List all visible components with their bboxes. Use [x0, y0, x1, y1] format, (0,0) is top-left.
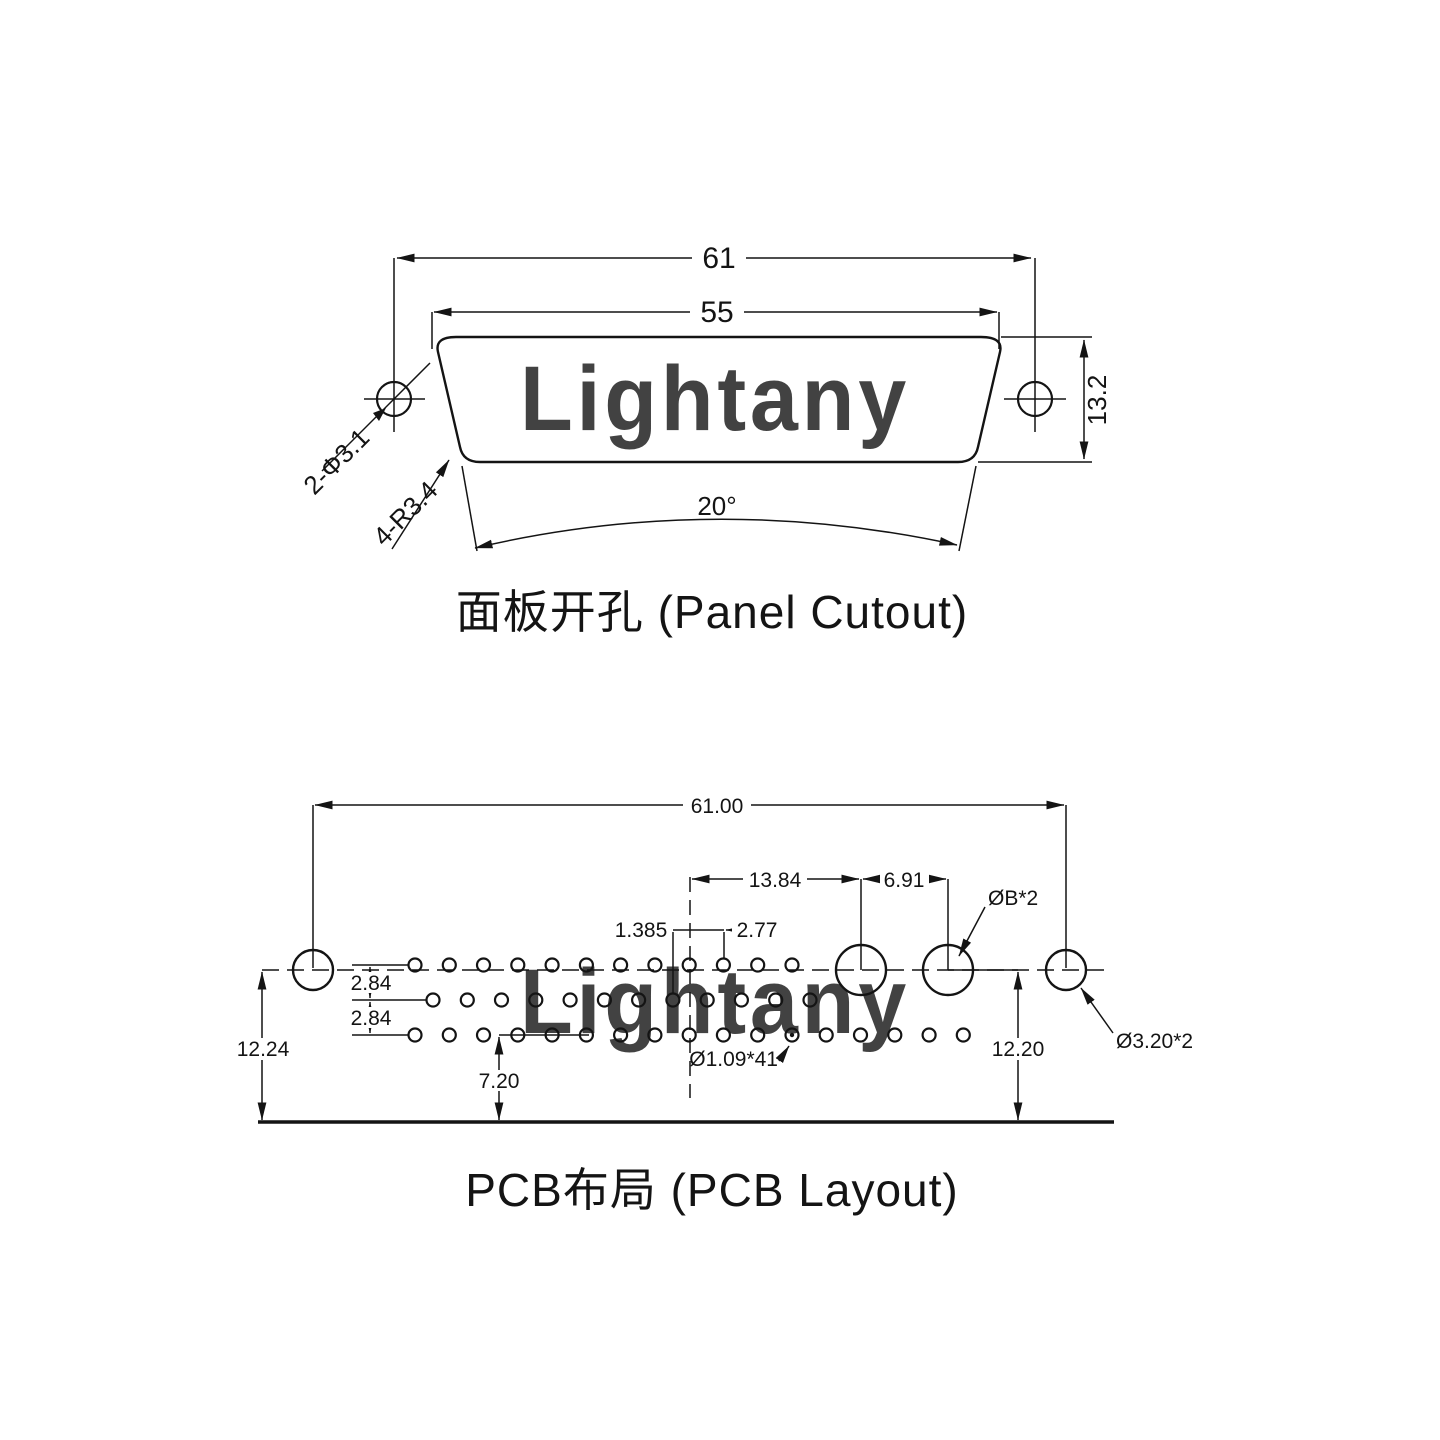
panel-mount-hole-right [1016, 380, 1054, 418]
panel-title: 面板开孔 (Panel Cutout) [456, 586, 968, 638]
pcb-mount-leader [1080, 987, 1114, 1034]
pin-hole [441, 957, 457, 973]
panel-angle-ext-right [958, 465, 977, 552]
pin-hole [715, 957, 732, 973]
pin-hole [750, 957, 766, 973]
pin-hole [681, 957, 697, 973]
pin-hole [887, 1027, 903, 1043]
pcb-dim284b-label: 2.84 [351, 1007, 392, 1030]
pin-hole [768, 992, 784, 1008]
pcb-dim284a-label: 2.84 [351, 972, 392, 995]
pin-hole [612, 957, 629, 973]
label-bg [233, 1038, 293, 1060]
pin-hole [475, 1027, 492, 1043]
pin-hole [921, 1027, 937, 1043]
label-bg [346, 972, 397, 993]
pcb-dim1224-label: 12.24 [237, 1038, 290, 1061]
label-bg [690, 297, 744, 326]
panel-dim61-label: 61 [702, 242, 735, 275]
panel-mount-leader-arrow [373, 408, 386, 421]
pin-row-bottom [407, 1027, 971, 1043]
pcb-dim720-label: 7.20 [479, 1070, 520, 1093]
pcb-title: PCB布局 (PCB Layout) [465, 1164, 958, 1216]
label-bg [611, 918, 671, 940]
pin-hole [459, 992, 475, 1008]
pcb-signal-leader [775, 1045, 790, 1064]
pcb-mount-hole-left [291, 948, 335, 992]
pin-hole [733, 992, 750, 1008]
pcb-dim1220-label: 12.20 [992, 1038, 1045, 1061]
panel-cutout-outline [436, 335, 1002, 464]
label-bg [988, 1038, 1048, 1060]
pcb-dim1385-label: 1.385 [615, 919, 668, 942]
pin-hole [441, 1027, 457, 1043]
pcb-signal-label: Ø1.09*41 [689, 1048, 778, 1071]
pin-hole [425, 992, 441, 1008]
pcb-dim61-label: 61.00 [691, 795, 744, 818]
pin-hole [699, 992, 715, 1008]
pin-hole [493, 992, 510, 1008]
pin-hole [647, 957, 663, 973]
label-bg [692, 243, 746, 272]
pcb-mount-label: Ø3.20*2 [1116, 1030, 1193, 1053]
label-bg [473, 1070, 525, 1091]
pin-hole [647, 1027, 663, 1043]
pin-hole [528, 992, 544, 1008]
pin-hole [612, 1027, 629, 1043]
pin-hole [544, 957, 560, 973]
pin-hole [596, 992, 613, 1008]
panel-angle-ext-left [461, 465, 478, 552]
panel-dim55-label: 55 [700, 296, 733, 329]
panel-angle-arc [474, 518, 958, 549]
label-bg [743, 868, 807, 891]
pcb-power-leader [958, 906, 986, 957]
pin-hole [852, 1027, 869, 1043]
label-bg [346, 1007, 397, 1028]
watermark-bottom: Lightany [520, 951, 910, 1053]
pcb-dim1384-label: 13.84 [749, 869, 802, 892]
pin-hole [750, 1027, 766, 1043]
panel-mount-hole-left [375, 380, 413, 418]
panel-radius-leader [391, 459, 450, 550]
pin-hole [475, 957, 492, 973]
watermark-top: Lightany [520, 348, 910, 450]
pcb-power-hole-1 [834, 943, 888, 997]
pin-row-middle [425, 992, 818, 1008]
pin-hole [630, 992, 647, 1008]
pin-hole [715, 1027, 732, 1043]
pin-hole [784, 1027, 800, 1043]
pin-hole [681, 1027, 697, 1043]
pin-hole [955, 1027, 971, 1043]
pin-hole [802, 992, 818, 1008]
pin-hole [407, 957, 423, 973]
pin-hole [407, 1027, 423, 1043]
pin-hole [578, 957, 595, 973]
pin-hole [784, 957, 800, 973]
panel-radius-label: 4-R3.4 [367, 475, 443, 551]
pcb-dim277-label: 2.77 [737, 919, 778, 942]
pin-hole [665, 992, 681, 1008]
pin-hole [510, 957, 526, 973]
pin-hole-center-dot [789, 1032, 795, 1038]
label-bg [732, 918, 783, 940]
pcb-dim691-label: 6.91 [884, 869, 925, 892]
pcb-power-label: ØB*2 [988, 887, 1038, 910]
pcb-mount-hole-right [1044, 948, 1088, 992]
pin-row-top [407, 957, 800, 973]
panel-angle-label: 20° [697, 491, 736, 521]
label-bg [880, 868, 929, 891]
pin-hole [562, 992, 578, 1008]
pcb-layout-view: 61.00 13.84 6.91 1.385 2.77 2.84 2.84 [233, 793, 1193, 1216]
pin-hole [818, 1027, 834, 1043]
panel-mount-label: 2-Φ3.1 [297, 422, 375, 500]
panel-dim13-label: 13.2 [1082, 375, 1112, 426]
label-bg [683, 793, 751, 817]
